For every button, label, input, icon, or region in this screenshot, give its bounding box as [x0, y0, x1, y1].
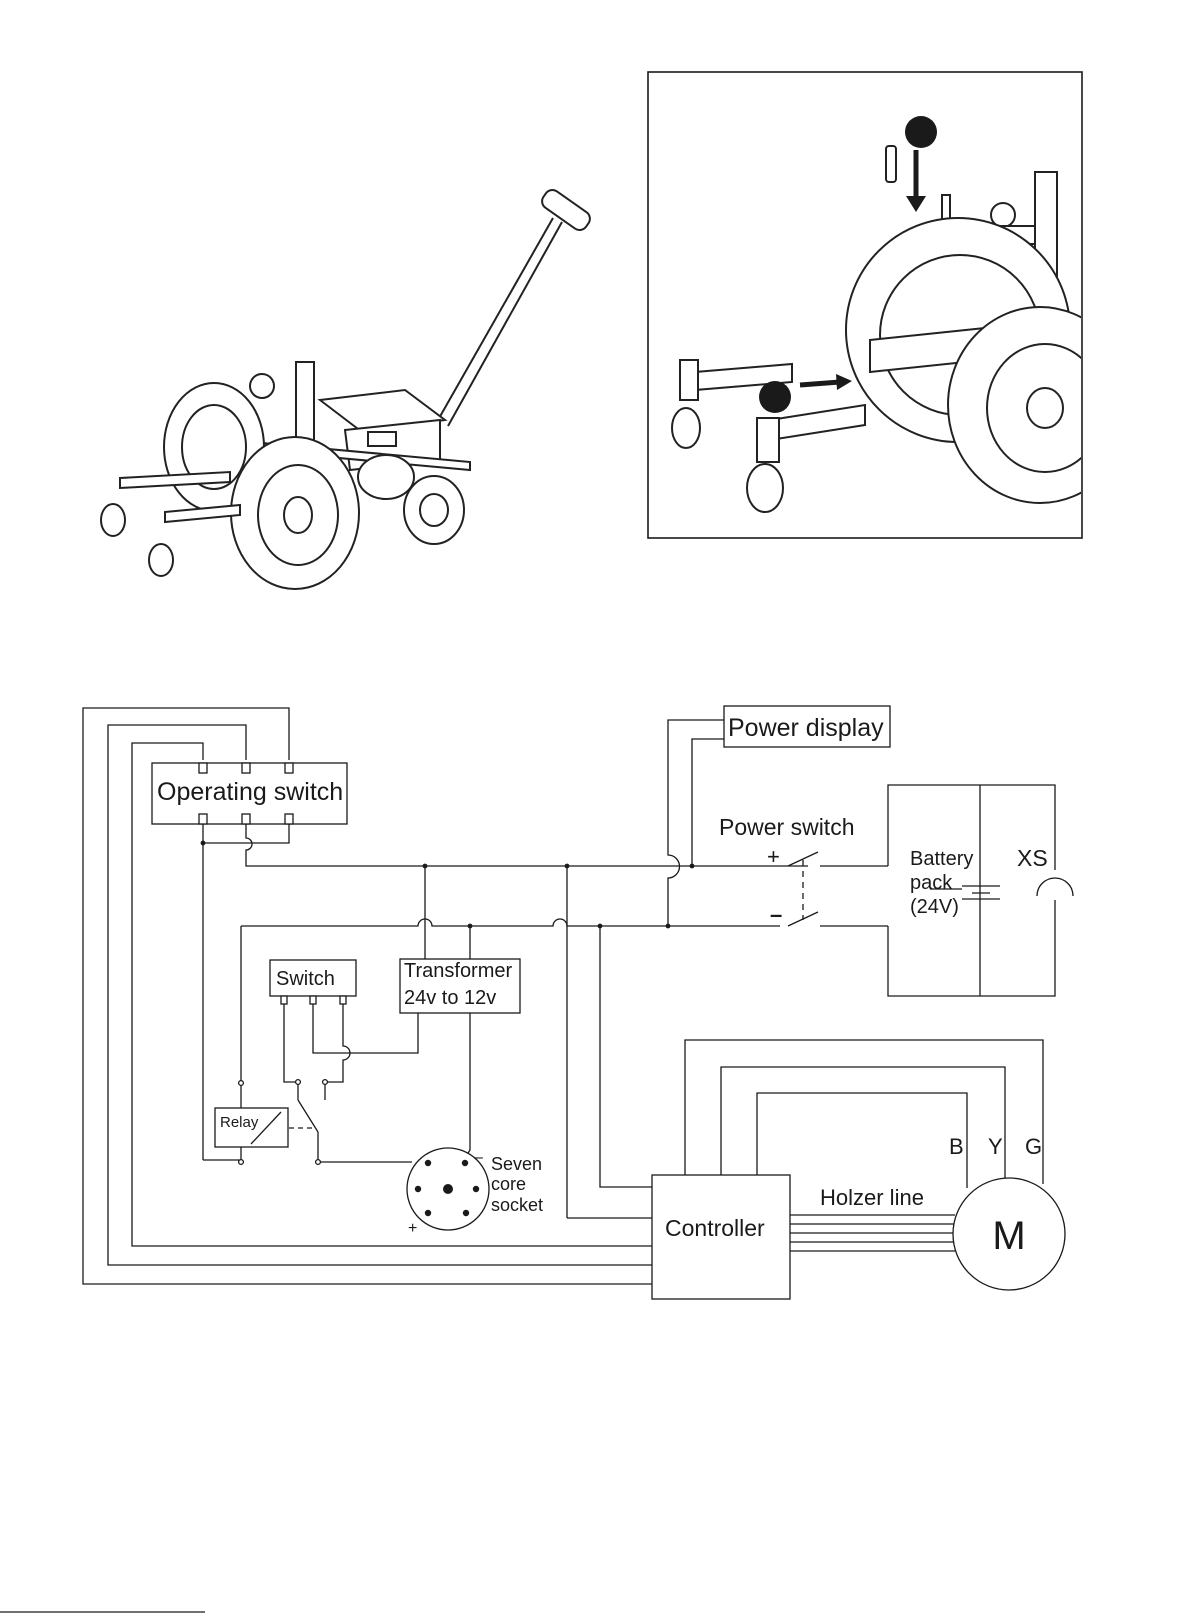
- battery-label-3: (24V): [910, 896, 959, 918]
- motor-y-label: Y: [988, 1134, 1003, 1159]
- motor-label: M: [992, 1214, 1025, 1258]
- step-marker-2: [759, 381, 791, 413]
- power-switch-plus: +: [767, 844, 780, 869]
- socket-label-3: socket: [491, 1195, 543, 1215]
- tow-mover-illustration: [101, 187, 593, 589]
- battery-label-2: pack: [910, 872, 953, 894]
- xs-label: XS: [1017, 845, 1048, 871]
- power-switch-label: Power switch: [719, 814, 854, 840]
- socket-minus-label: –: [474, 1149, 483, 1166]
- controller-label: Controller: [665, 1215, 765, 1241]
- socket-label-1: Seven: [491, 1154, 542, 1174]
- holzer-line-wires: [790, 1215, 955, 1251]
- step-marker-1: [905, 116, 937, 148]
- holzer-line-label: Holzer line: [820, 1185, 924, 1210]
- relay-label: Relay: [220, 1114, 259, 1131]
- relay-switch-contact: [298, 1100, 318, 1132]
- assembly-detail-illustration: [648, 72, 1132, 538]
- wiring-diagram: Operating switch Power display Power swi…: [83, 706, 1073, 1299]
- transformer-label-1: Transformer: [404, 960, 513, 982]
- xs-connector-symbol: [1037, 878, 1073, 896]
- power-display-label: Power display: [728, 714, 884, 742]
- socket-plus-label: +: [408, 1220, 417, 1237]
- motor-b-label: B: [949, 1134, 964, 1159]
- battery-label-1: Battery: [910, 848, 973, 870]
- switch-label: Switch: [276, 968, 335, 990]
- transformer-label-2: 24v to 12v: [404, 987, 496, 1009]
- motor-g-label: G: [1025, 1134, 1042, 1159]
- power-switch-minus: –: [770, 902, 782, 927]
- socket-label-2: core: [491, 1174, 526, 1194]
- operating-switch-label: Operating switch: [157, 778, 343, 806]
